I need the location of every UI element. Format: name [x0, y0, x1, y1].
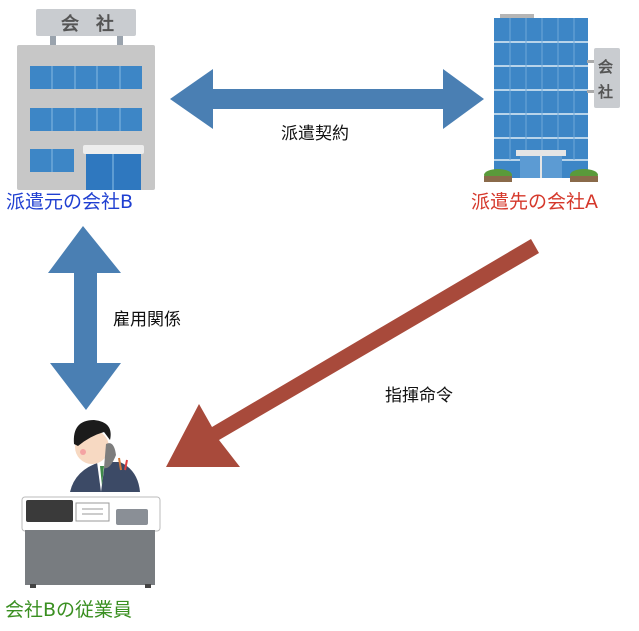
company-b-sign-char-1: 会 — [61, 13, 79, 35]
company-a-building-icon: 会 社 — [484, 14, 620, 182]
employee-label: 会社Bの従業員 — [5, 599, 133, 621]
company-a-label: 派遣先の会社A — [471, 191, 598, 213]
dispatch-contract-caption: 派遣契約 — [281, 124, 349, 144]
dispatch-contract-arrow — [170, 69, 484, 129]
employment-arrow — [48, 226, 121, 410]
company-b-label: 派遣元の会社B — [6, 191, 134, 213]
company-a-sign-char-2: 社 — [597, 83, 613, 101]
company-b-building-icon: 会 社 — [17, 9, 155, 190]
command-arrow — [166, 239, 539, 467]
employee-desk-icon — [21, 420, 161, 588]
company-a-sign-char-1: 会 — [598, 58, 613, 76]
company-b-sign-char-2: 社 — [96, 13, 114, 35]
employment-caption: 雇用関係 — [113, 310, 181, 330]
command-caption: 指揮命令 — [385, 386, 453, 406]
